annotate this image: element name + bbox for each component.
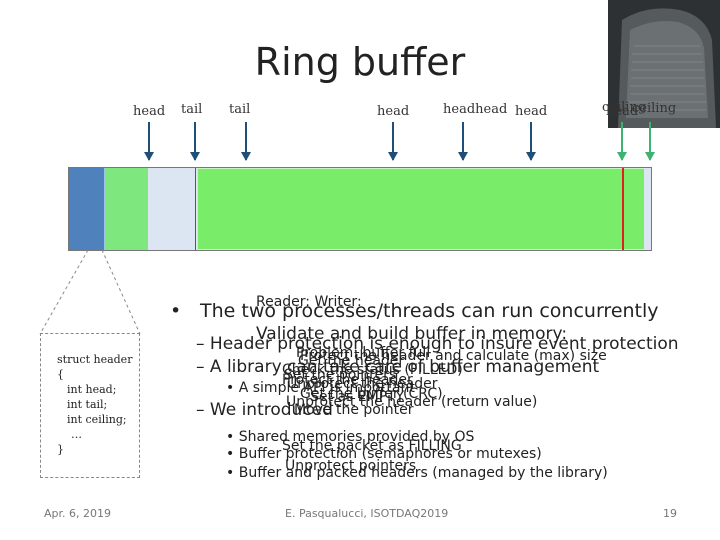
tail-label-1: tail	[181, 102, 203, 117]
bullet-main-overlay: Reader: Writer:	[256, 294, 362, 310]
overlay-text: Get the header	[298, 353, 405, 369]
buffer-red-marker-2	[622, 168, 624, 250]
buffer-tail-space	[644, 168, 651, 250]
sub-item-3: – We introduced	[196, 400, 333, 420]
struct-header-box: struct header { int head; int tail; int …	[40, 333, 140, 478]
sub-sub-item-4-text: Buffer and packed headers (managed by th…	[238, 465, 608, 481]
overlay-text: Move the pointer	[294, 402, 414, 418]
overlay-text: Validate and build buffer in memory:	[256, 324, 568, 344]
tail-label-2: tail	[229, 102, 251, 117]
head-label-2: head	[377, 104, 410, 119]
overlay-text: Set the pointers	[284, 367, 397, 383]
sub-sub-item-3-text: Buffer protection (semaphores or mutexes…	[238, 446, 542, 462]
stone-tablet-icon	[608, 0, 720, 129]
code-line: int tail;	[67, 398, 108, 411]
footer-date: Apr. 6, 2019	[44, 507, 111, 520]
sub-item-2: – A library can take care of buffer mana…	[196, 357, 600, 377]
code-line: {	[57, 368, 64, 381]
buffer-free-segment	[148, 168, 195, 250]
buffer-writer-segment	[197, 168, 647, 250]
code-line: }	[57, 443, 64, 456]
overlay-text: Get the buffer (CRC)	[300, 386, 443, 402]
sub-item-1-text: Header protection is enough to insure ev…	[209, 334, 679, 354]
sub-sub-item-1-text: A simple API is important	[238, 380, 415, 396]
code-line: struct header	[57, 353, 133, 366]
sub-sub-item-2: • Shared memories provided by OS	[226, 429, 475, 445]
overlay-text: Protect the header and calculate (max) s…	[300, 348, 607, 364]
code-line: …	[71, 428, 82, 441]
buffer-filled-segment	[104, 168, 149, 250]
buffer-reader-segment	[69, 168, 104, 250]
overlay-text: Unprotect the header	[287, 376, 438, 392]
code-line: int head;	[67, 383, 117, 396]
sub-sub-item-2-text: Shared memories provided by OS	[238, 429, 475, 445]
sub-sub-item-4: • Buffer and packed headers (managed by …	[226, 465, 608, 481]
bullet-main-text: The two processes/threads can run concur…	[200, 300, 659, 322]
sub-item-3-text: We introduced	[209, 400, 333, 420]
sub-item-1: – Header protection is enough to insure …	[196, 334, 679, 354]
head-label-1: head	[133, 104, 166, 119]
slide-title: Ring buffer	[254, 40, 466, 84]
overlay-text: Check the status (FILLED)	[282, 362, 463, 378]
overlay-text: Problem: buffer full	[296, 345, 431, 361]
head-label-5: head	[606, 104, 639, 119]
page-number: 19	[663, 507, 677, 520]
sub-item-2-text: A library can take care of buffer manage…	[209, 357, 600, 377]
sub-sub-item-2b: Set the packet as FILLING	[282, 438, 462, 454]
head-label-4: head	[515, 104, 548, 119]
overlay-text: Set as EMPTY	[310, 389, 405, 405]
sub-sub-item-3b: Unprotect pointers	[285, 458, 417, 474]
overlay-text: Unprotect the header (return value)	[286, 394, 538, 410]
buffer-red-marker-1	[195, 168, 196, 250]
overlay-text: Protect the header	[282, 372, 413, 388]
sub-sub-item-3: • Buffer protection (semaphores or mutex…	[226, 446, 542, 462]
footer-center: E. Pasqualucci, ISOTDAQ2019	[285, 507, 449, 520]
ceiling-label-2: ceiling	[632, 101, 677, 116]
sub-sub-item-1: • A simple API is important	[226, 380, 415, 396]
head-label-3: headhead	[443, 102, 508, 117]
ceiling-label-stack: ceiling	[602, 100, 647, 115]
stone-tablet-image	[608, 0, 720, 129]
code-line: int ceiling;	[67, 413, 127, 426]
ring-buffer-bar	[68, 167, 652, 251]
